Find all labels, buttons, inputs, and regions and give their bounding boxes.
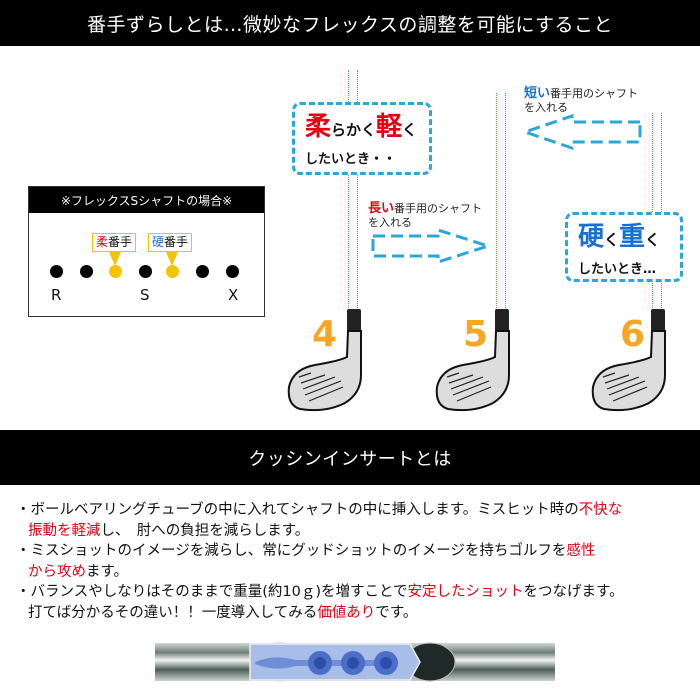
flex-dot: [196, 265, 209, 278]
flex-dot: [226, 265, 239, 278]
iron-number-4: 4: [312, 314, 338, 355]
header-bar: 番手ずらしとは…微妙なフレックスの調整を可能にすること: [0, 0, 700, 46]
soft-char: 柔: [305, 112, 332, 142]
iron-head-icon: [591, 309, 666, 412]
flex-dot: [50, 265, 63, 278]
shaft-6: [652, 113, 662, 310]
flex-dot-soft: [109, 265, 122, 278]
arrow-left-icon: [520, 112, 645, 152]
iron-head-icon: [287, 309, 362, 412]
list-item: ・ボールベアリングチューブの中に入れてシャフトの中に挿入します。ミスヒット時の不…: [16, 502, 623, 518]
hard-heavy-callout: 硬く重く したいとき…: [565, 212, 683, 282]
flex-label-r: R: [51, 286, 62, 304]
long-shaft-note: 長い番手用のシャフト を入れる: [368, 201, 483, 230]
list-item-cont: 振動を軽減し、 肘への負担を減らします。: [28, 522, 310, 539]
shaft-4: [348, 70, 358, 310]
flex-dot: [139, 265, 152, 278]
iron-head-icon: [435, 309, 510, 412]
light-char: 軽: [376, 112, 403, 142]
flex-dot: [80, 265, 93, 278]
flex-dot-hard: [166, 265, 179, 278]
list-item: ・バランスやしなりはそのままで重量(約10ｇ)を増すことで安定したショットをつな…: [16, 584, 624, 600]
iron-number-5: 5: [463, 314, 489, 355]
arrow-right-icon: [368, 226, 493, 266]
shaft-5: [496, 93, 506, 310]
header-title: 番手ずらしとは…微妙なフレックスの調整を可能にすること: [86, 13, 614, 36]
soft-pointer-icon: [109, 252, 121, 266]
flex-box-title: ※フレックスSシャフトの場合※: [29, 187, 264, 213]
section-title: クッシンインサートとは: [248, 448, 452, 470]
list-item-cont: から攻めます。: [28, 563, 129, 580]
cushion-insert-illustration: [155, 642, 555, 682]
short-shaft-note: 短い番手用のシャフト を入れる: [524, 86, 639, 115]
hard-tag: 硬番手: [148, 233, 193, 252]
list-item: ・ミスショットのイメージを減らし、常にグッドショットのイメージを持ちゴルフを感性: [16, 543, 596, 559]
flex-s-shaft-box: ※フレックスSシャフトの場合※ 柔番手 硬番手 R S X: [28, 186, 265, 317]
soft-tag: 柔番手: [92, 233, 137, 252]
iron-number-6: 6: [620, 314, 646, 355]
list-item-cont: 打てば分かるその違い！！一度導入してみる価値ありです。: [28, 604, 418, 621]
hard-pointer-icon: [166, 252, 178, 266]
flex-label-x: X: [228, 286, 239, 304]
flex-label-s: S: [140, 286, 150, 304]
hard-char: 硬: [578, 222, 605, 252]
soft-light-callout: 柔らかく軽く したいとき・・: [292, 102, 432, 175]
description-list: ・ボールベアリングチューブの中に入れてシャフトの中に挿入します。ミスヒット時の不…: [16, 500, 696, 623]
heavy-char: 重: [619, 222, 646, 252]
section-bar: クッシンインサートとは: [0, 430, 700, 485]
